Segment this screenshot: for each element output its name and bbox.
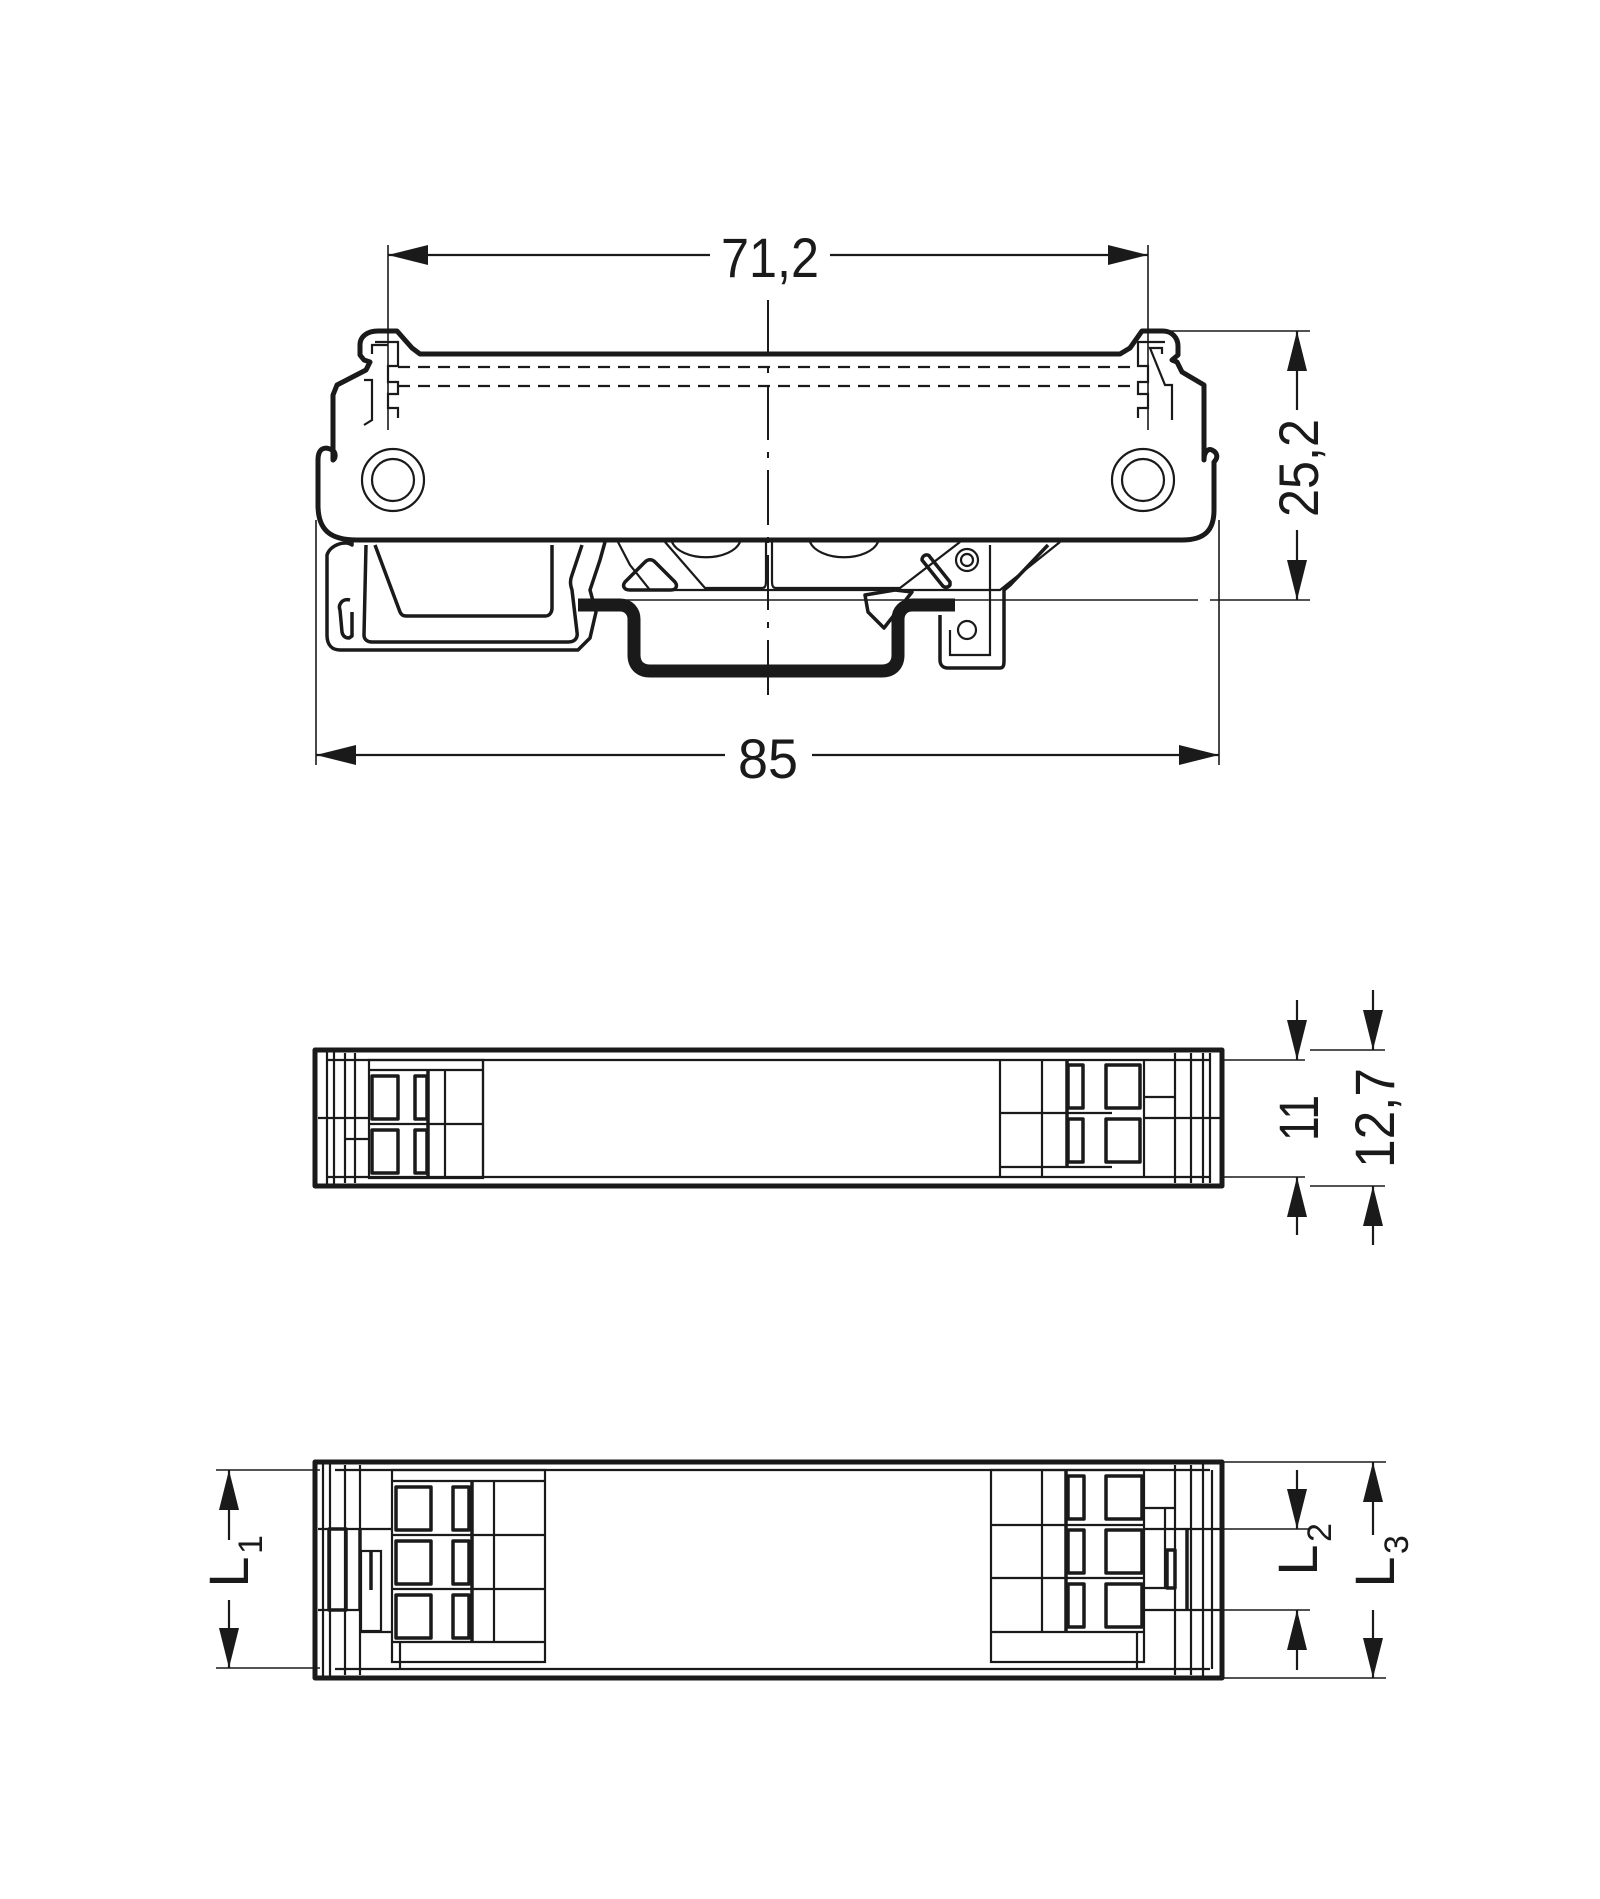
dim-71-2: 71,2: [387, 226, 1149, 430]
right-clamp: [938, 543, 1050, 670]
dim-label-12-7: 12,7: [1343, 1068, 1406, 1168]
screw-hole-outer: [954, 547, 980, 573]
latch-divider: [664, 541, 961, 590]
right-clamp-inner: [948, 545, 992, 657]
mounting-hole-right: [1110, 447, 1176, 513]
dim-L1: L 1: [197, 1469, 320, 1669]
mounting-hole-left: [360, 447, 426, 513]
slot: [920, 553, 952, 589]
dim-sub-L3: 3: [1378, 1535, 1416, 1554]
release-tab: [863, 588, 914, 630]
left-foot-hook: [337, 597, 354, 640]
din-rail: [578, 598, 955, 678]
dim-25-2: 25,2: [1165, 330, 1330, 601]
left-foot-window: [373, 544, 554, 618]
dim-label-85: 85: [738, 727, 798, 790]
dim-12-7: 12,7: [1310, 990, 1406, 1245]
keyhole-icon: [956, 619, 978, 641]
terminal-left: [390, 1468, 547, 1669]
dim-sub-L1: 1: [232, 1535, 270, 1554]
right-clip-detail: [1136, 340, 1174, 420]
dim-label-L2: L: [1266, 1544, 1329, 1575]
dim-sub-L2: 2: [1301, 1523, 1339, 1542]
latch-body: [617, 541, 1061, 592]
dim-85: 85: [315, 520, 1220, 790]
screw-hole-inner: [959, 552, 975, 568]
terminal-left: [367, 1058, 485, 1180]
dim-11: 11: [1222, 1000, 1330, 1235]
top-view-2-pole: 11 12,7: [312, 990, 1406, 1245]
latch-arc-left: [670, 541, 742, 559]
top-view-3-pole: L 1 L 2 L 3: [197, 1459, 1416, 1681]
side-view: 71,2: [315, 226, 1330, 790]
dim-label-71-2: 71,2: [721, 226, 819, 289]
outer-frame: [312, 1459, 1225, 1681]
latch-arc-right: [808, 541, 880, 559]
dim-label-11: 11: [1267, 1095, 1330, 1141]
left-clip-detail: [363, 340, 400, 426]
housing-outline: [315, 328, 1220, 543]
latch-triangle: [621, 558, 679, 592]
dim-L2: L 2: [1222, 1470, 1339, 1670]
left-foot: [325, 541, 607, 652]
dim-label-L3: L: [1343, 1556, 1406, 1587]
terminal-right: [989, 1462, 1222, 1678]
dim-L3: L 3: [1222, 1461, 1416, 1679]
terminal-right: [998, 1053, 1222, 1183]
dim-label-25-2: 25,2: [1267, 419, 1330, 517]
left-foot-inner: [362, 544, 584, 644]
dim-label-L1: L: [197, 1556, 260, 1587]
